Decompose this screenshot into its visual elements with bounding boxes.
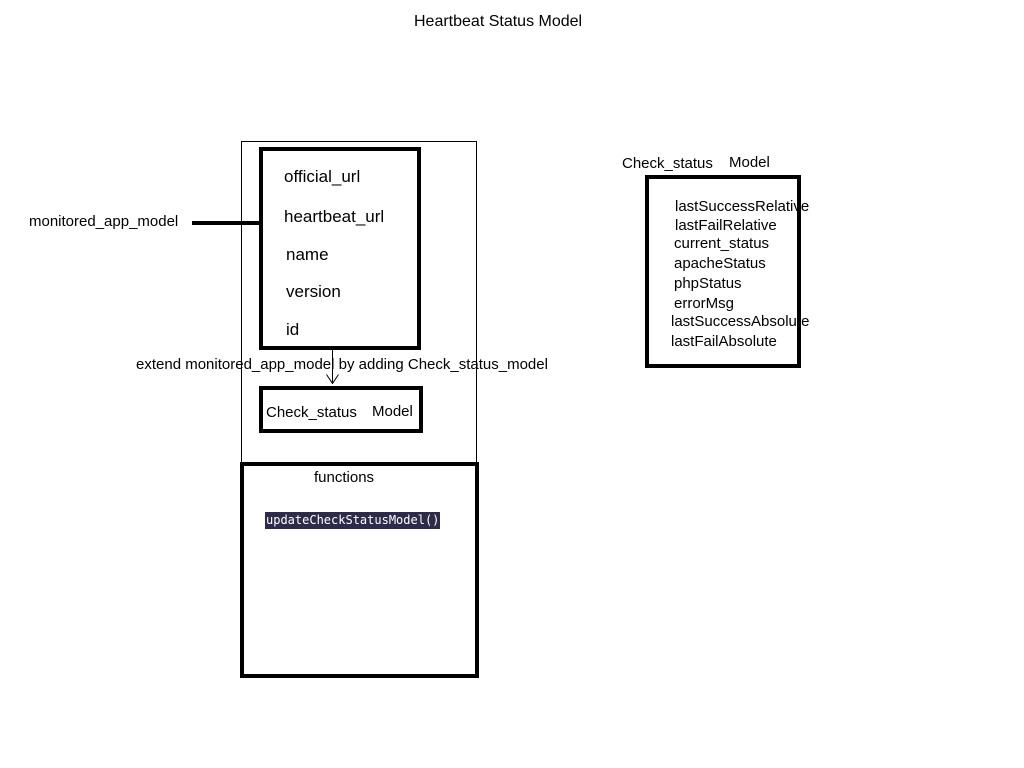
cs-field-last-success-relative: lastSuccessRelative (675, 198, 810, 215)
monitored-app-model-label: monitored_app_model (29, 213, 179, 230)
check-status-model-title-part2: Model (729, 154, 770, 171)
monitored-app-fields-box (259, 147, 421, 350)
field-official-url: official_url (284, 167, 361, 186)
function-update-check-status-model: updateCheckStatusModel() (265, 512, 441, 529)
field-heartbeat-url: heartbeat_url (284, 207, 385, 226)
extend-arrow-line (332, 350, 333, 384)
functions-box (240, 462, 479, 678)
cs-field-last-fail-relative: lastFailRelative (675, 217, 777, 234)
cs-field-php-status: phpStatus (674, 275, 742, 292)
field-version: version (286, 282, 341, 301)
cs-field-last-success-absolute: lastSuccessAbsolute (671, 313, 810, 330)
check-status-model-title-part1: Check_status (622, 155, 713, 172)
connector-line (192, 221, 262, 225)
cs-field-current-status: current_status (674, 235, 770, 252)
cs-field-apache-status: apacheStatus (674, 255, 766, 272)
check-status-small-part1: Check_status (266, 404, 357, 421)
extend-arrow-head (326, 374, 339, 384)
diagram-title: Heartbeat Status Model (414, 13, 583, 30)
cs-field-error-msg: errorMsg (674, 295, 735, 312)
field-id: id (286, 320, 300, 339)
cs-field-last-fail-absolute: lastFailAbsolute (671, 333, 777, 350)
check-status-small-box (259, 386, 423, 433)
extend-note: extend monitored_app_model by adding Che… (136, 356, 548, 373)
functions-heading: functions (314, 469, 375, 486)
check-status-model-box (645, 175, 801, 368)
check-status-small-part2: Model (372, 403, 413, 420)
field-name: name (286, 245, 329, 264)
